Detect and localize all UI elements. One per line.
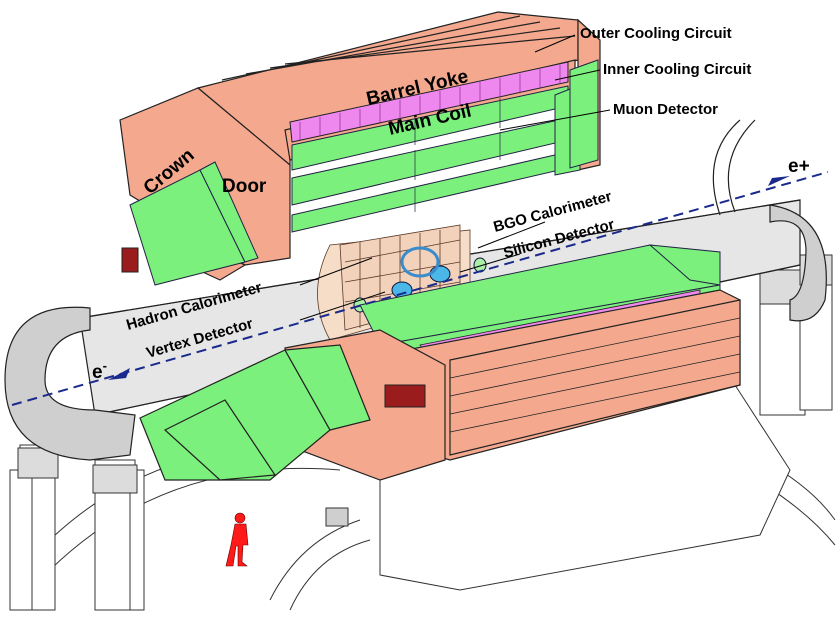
label-e-plus: e+ [788,156,810,177]
marker-block-lower [384,384,426,408]
door-muon-panels [129,161,259,286]
coil-windings [299,65,561,140]
leader-lines [299,34,611,321]
label-e-minus: e- [92,358,107,383]
marker-block [121,247,139,273]
crown-lower [139,329,446,481]
muon-detector-upper [291,59,599,233]
label-inner-cooling: Inner Cooling Circuit [603,61,751,78]
e-minus-arrow [108,368,130,380]
end-ring-left [4,306,136,461]
label-outer-cooling: Outer Cooling Circuit [580,25,732,42]
beam-line [11,171,829,406]
main-coil [289,61,569,143]
person-figure [225,512,249,567]
label-door: Door [222,176,267,197]
label-muon: Muon Detector [613,101,718,118]
e-plus-arrow [768,176,790,186]
end-ring-right [712,119,827,322]
